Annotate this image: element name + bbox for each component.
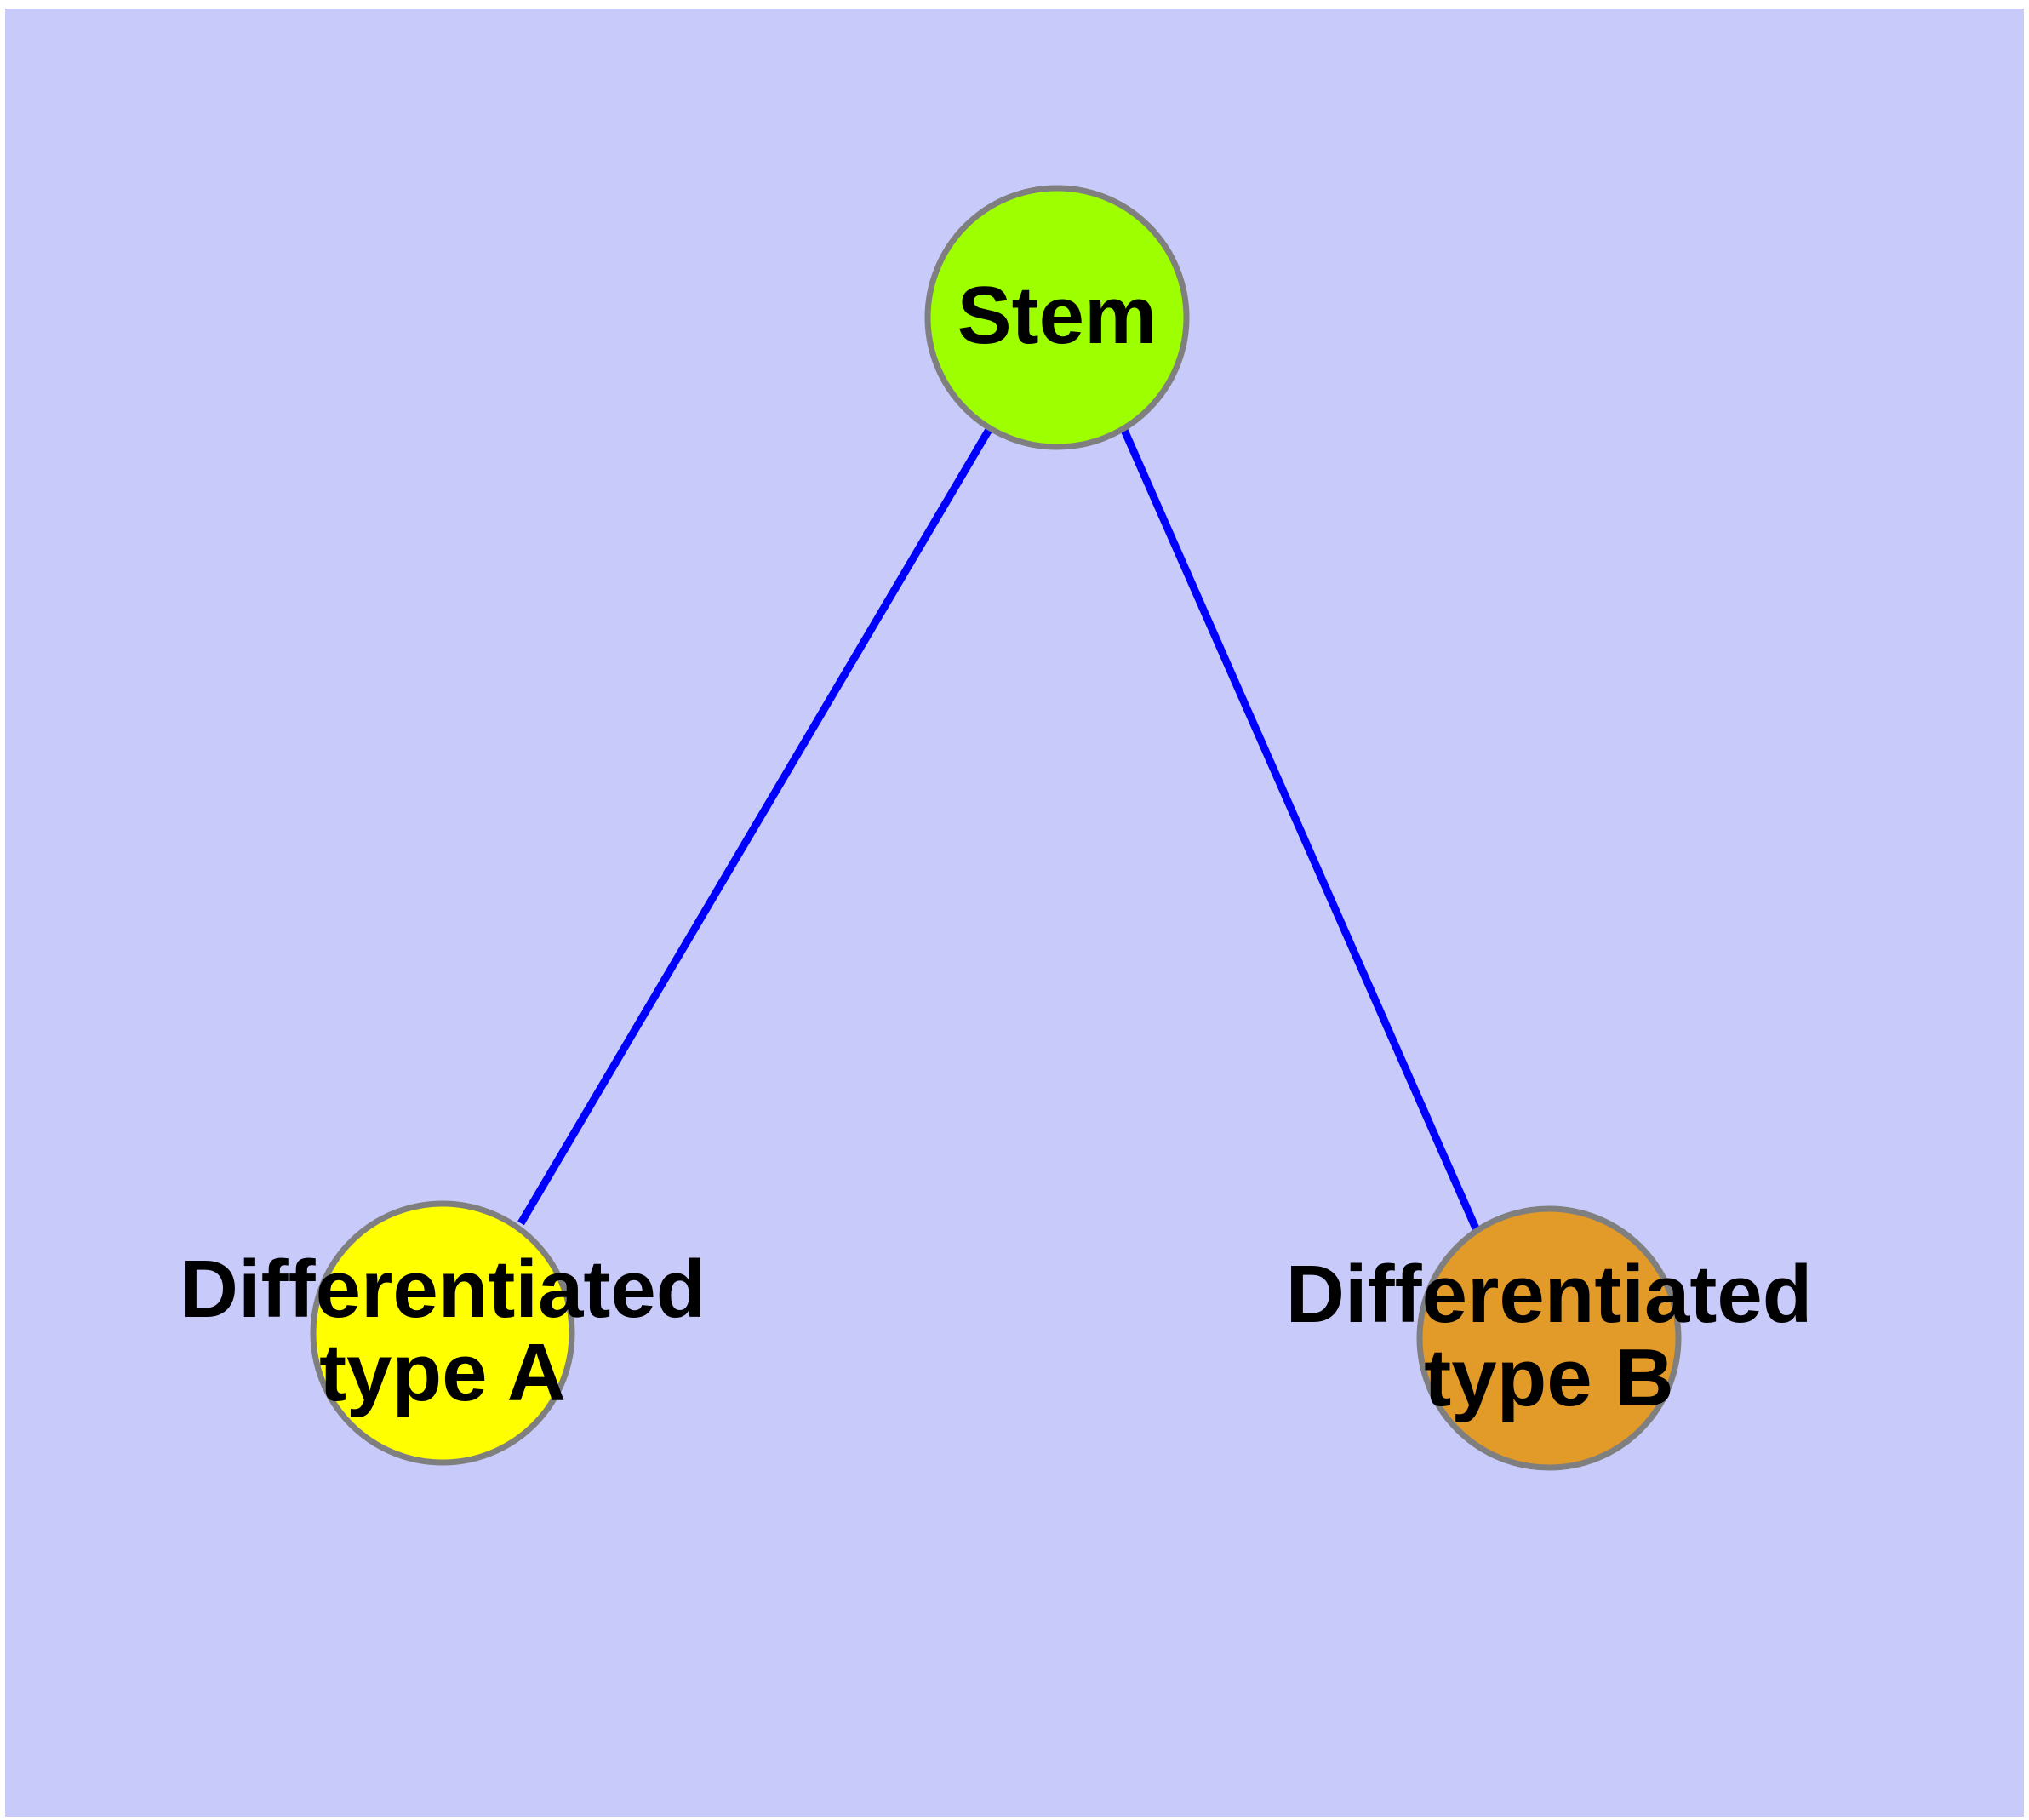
- edge-stem-to-differentiated-type-b[interactable]: [1119, 426, 1480, 1230]
- node-differentiated-type-a-label-line-1: Differentiated: [180, 1244, 706, 1335]
- node-differentiated-type-a-circle[interactable]: [310, 1200, 575, 1466]
- node-differentiated-type-b-label-line-2: type B: [1424, 1332, 1673, 1423]
- node-differentiated-type-b-circle[interactable]: [1416, 1205, 1682, 1471]
- node-differentiated-type-b-label-line-1: Differentiated: [1286, 1249, 1813, 1340]
- edge-stem-to-differentiated-type-a[interactable]: [517, 426, 993, 1226]
- node-differentiated-type-a-label-line-2: type A: [319, 1327, 566, 1418]
- node-differentiated-type-a[interactable]: Differentiated type A: [180, 1200, 706, 1466]
- node-stem[interactable]: Stem: [924, 185, 1190, 450]
- node-stem-label: Stem: [957, 270, 1157, 361]
- node-differentiated-type-b[interactable]: Differentiated type B: [1286, 1205, 1813, 1471]
- edge-layer: [517, 426, 1480, 1230]
- node-stem-circle[interactable]: [924, 185, 1190, 450]
